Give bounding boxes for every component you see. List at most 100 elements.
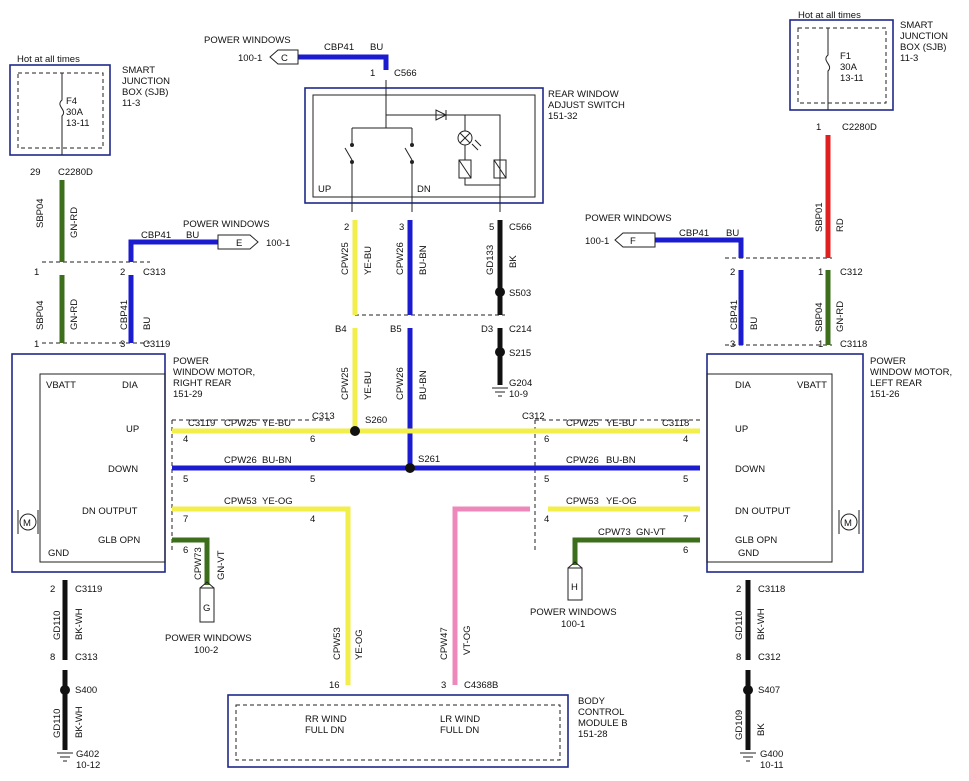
sjb-right-fuse: F1 <box>840 51 851 62</box>
splice-s261-label: S261 <box>418 454 440 465</box>
pin-label: 1 <box>34 339 39 350</box>
motor-left-dnout: DN OUTPUT <box>735 506 791 517</box>
offpage-c-page: 100-1 <box>238 53 262 64</box>
rear-window-adjust-switch: REAR WINDOW ADJUST SWITCH 151-32 1 C566 … <box>304 68 625 212</box>
bcm-title3: MODULE B <box>578 718 628 729</box>
pin-label: 5 <box>544 474 549 485</box>
conn-c3118-bottom: C3118 <box>758 584 785 595</box>
wire-label: CPW73 <box>598 527 631 538</box>
pin-label: 8 <box>736 652 741 663</box>
pin-label: 7 <box>683 514 688 525</box>
bcm-lr1: LR WIND <box>440 714 480 725</box>
sjb-right-page: 11-3 <box>900 53 918 64</box>
sjb-right: Hot at all times F1 30A 13-11 SMART JUNC… <box>789 10 948 133</box>
pin-label: 4 <box>683 434 688 445</box>
conn-c312: C312 <box>840 267 863 278</box>
svg-text:M: M <box>844 518 852 529</box>
wire-label: YE-BU <box>606 418 635 429</box>
conn-c3118: C3118 <box>840 339 867 350</box>
wire-cpw47 <box>452 506 530 685</box>
wire-label: BU-BN <box>418 245 429 275</box>
offpage-f-color: BU <box>726 228 739 239</box>
pin-label: 4 <box>183 434 188 445</box>
ground-g402: G402 <box>76 749 99 760</box>
sjb-right-hot: Hot at all times <box>798 10 861 21</box>
offpage-flag-g <box>199 587 215 623</box>
pin-label: 2 <box>730 267 735 278</box>
pin-label: 2 <box>736 584 741 595</box>
motor-left-vbatt: VBATT <box>797 380 827 391</box>
wire-label: BU <box>142 317 153 330</box>
splice-s215-label: S215 <box>509 348 531 359</box>
pin-label: 5 <box>310 474 315 485</box>
wire-cpw53-right <box>172 506 351 685</box>
wire-label: VT-OG <box>462 625 473 655</box>
wire-cpw73-left <box>572 537 700 565</box>
splices <box>60 287 753 695</box>
switch-title2: ADJUST SWITCH <box>548 100 625 111</box>
wire-label: BK-WH <box>74 706 85 738</box>
wire-label: CPW73 <box>193 547 204 580</box>
sjb-left-pin: 29 <box>30 167 41 178</box>
motor-right-rear: POWER WINDOW MOTOR, RIGHT REAR 151-29 VB… <box>11 353 255 573</box>
motor-right-dnout: DN OUTPUT <box>82 506 138 517</box>
sjb-right-amps: 30A <box>840 62 858 73</box>
bcm-page: 151-28 <box>578 729 608 740</box>
wire-label: GN-VT <box>636 527 666 538</box>
wire-label: CPW53 <box>332 627 343 660</box>
sjb-left-amps: 30A <box>66 107 84 118</box>
motor-right-dia: DIA <box>122 380 139 391</box>
pin-label: 3 <box>399 222 404 233</box>
pin-b5: B5 <box>390 324 402 335</box>
splice-s260 <box>350 426 360 436</box>
wire-label: YE-OG <box>262 496 293 507</box>
conn-c312-bottom: C312 <box>758 652 781 663</box>
wire-label: BU <box>749 317 760 330</box>
wire-label: SBP04 <box>35 198 46 228</box>
wire-label: CPW26 <box>566 455 599 466</box>
motor-left-title1: POWER <box>870 356 906 367</box>
offpage-h-page: 100-1 <box>561 619 585 630</box>
sjb-left: Hot at all times F4 30A 13-11 SMART JUNC… <box>9 54 170 178</box>
switch-page: 151-32 <box>548 111 578 122</box>
wire-label: SBP04 <box>35 300 46 330</box>
conn-c3119: C3119 <box>143 339 170 350</box>
pin-label: 7 <box>183 514 188 525</box>
wire-label: CPW26 <box>224 455 257 466</box>
wire-label: BU-BN <box>606 455 636 466</box>
ground-g204: G204 <box>509 378 532 389</box>
motor-left-dia: DIA <box>735 380 752 391</box>
conn-c214: C214 <box>509 324 532 335</box>
sjb-right-title1: SMART <box>900 20 933 31</box>
wire-label: BK-WH <box>756 608 767 640</box>
offpage-f-page: 100-1 <box>585 236 609 247</box>
wire-label: GN-RD <box>69 299 80 330</box>
bcm-title1: BODY <box>578 696 606 707</box>
offpage-f-circuit: CBP41 <box>679 228 709 239</box>
connector-outline <box>42 257 832 550</box>
bcm-title2: CONTROL <box>578 707 624 718</box>
splice-s260-label: S260 <box>365 415 387 426</box>
motor-right-up: UP <box>126 424 139 435</box>
wire-label: BU-BN <box>262 455 292 466</box>
motor-right-title1: POWER <box>173 356 209 367</box>
sjb-left-page: 11-3 <box>122 98 140 109</box>
bcm-pin16: 16 <box>329 680 340 691</box>
motor-right-title3: RIGHT REAR <box>173 378 232 389</box>
splice-s400-label: S400 <box>75 685 97 696</box>
wire-cbp41-right <box>128 239 218 343</box>
pin-label: 2 <box>50 584 55 595</box>
pin-label: 3 <box>730 339 735 350</box>
motor-right-glb: GLB OPN <box>98 535 140 546</box>
wire-label: SBP01 <box>814 202 825 232</box>
wire-label: GN-RD <box>69 207 80 238</box>
pin-label: 2 <box>120 267 125 278</box>
conn-c313-row: C313 <box>312 411 335 422</box>
sjb-right-title2: JUNCTION <box>900 31 948 42</box>
splice-s400 <box>60 685 70 695</box>
offpage-h-letter: H <box>571 582 578 593</box>
switch-top-pin: 1 <box>370 68 375 79</box>
wire-label: BK-WH <box>74 608 85 640</box>
motor-left-title2: WINDOW MOTOR, <box>870 367 952 378</box>
offpage-c-letter: C <box>281 53 288 64</box>
